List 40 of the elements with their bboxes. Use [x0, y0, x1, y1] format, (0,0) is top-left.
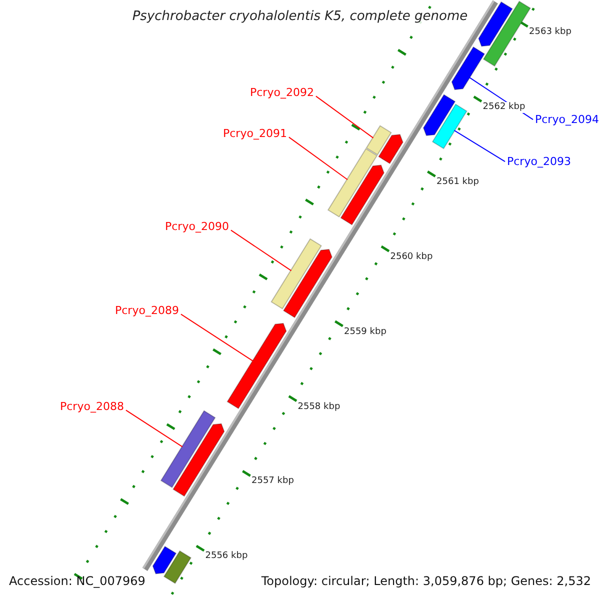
leader-line: [230, 230, 292, 272]
position-label: 2557 kbp: [252, 476, 294, 488]
gene-feature: [172, 423, 225, 497]
leader-line: [315, 96, 374, 138]
gene-label: Pcryo_2091: [223, 127, 287, 140]
gene-feature: [451, 46, 486, 90]
leader-line: [454, 130, 506, 162]
gene-label: Pcryo_2089: [115, 304, 179, 318]
position-label: 2558 kbp: [298, 402, 340, 412]
gene-feature: [478, 1, 513, 47]
gene-label: Pcryo_2088: [60, 400, 124, 414]
position-label: 2556 kbp: [205, 551, 248, 562]
position-label: 2559 kbp: [344, 326, 386, 338]
gene-bar: [160, 410, 216, 488]
gene-bar: [432, 104, 468, 150]
position-label: 2562 kbp: [482, 102, 526, 113]
position-label: 2563 kbp: [529, 27, 572, 38]
gene-feature: [226, 322, 287, 410]
chart-title: Psychrobacter cryohalolentis K5, complete genome: [132, 9, 468, 24]
gene-feature: [282, 248, 332, 318]
accession-text: Accession: NC_007969: [9, 574, 146, 588]
gene-feature: [378, 134, 404, 164]
leader-line: [125, 410, 183, 448]
gene-bar: [482, 0, 531, 67]
gene-feature: [340, 164, 384, 226]
position-label: 2560 kbp: [390, 252, 433, 263]
gene-bar: [327, 148, 378, 218]
gene-label: Pcryo_2090: [165, 220, 229, 234]
genome-info-text: Topology: circular; Length: 3,059,876 bp; Genes: 2,532: [261, 574, 591, 588]
leader-line: [288, 136, 348, 180]
gene-label: Pcryo_2094: [535, 113, 599, 126]
gene-label: Pcryo_2092: [250, 86, 314, 100]
gene-bar: [366, 125, 392, 156]
gene-label: Pcryo_2093: [507, 155, 571, 168]
gene-bar: [163, 550, 192, 584]
gene-bar: [270, 238, 322, 310]
leader-line: [180, 314, 254, 362]
gene-feature: [422, 94, 456, 136]
gene-feature: [152, 546, 177, 574]
position-label: 2561 kbp: [436, 176, 479, 188]
